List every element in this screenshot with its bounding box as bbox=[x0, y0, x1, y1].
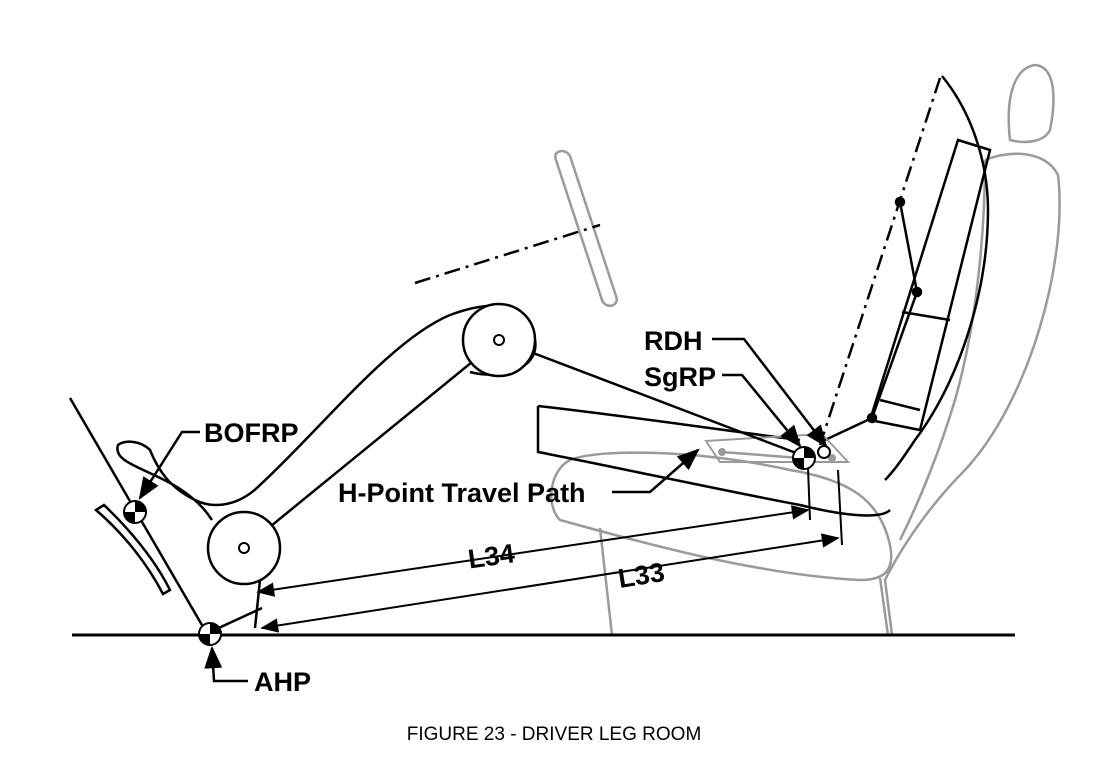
torso-outline bbox=[818, 75, 992, 481]
ankle-joint bbox=[206, 510, 282, 586]
sgrp-point-symbol bbox=[792, 446, 816, 470]
rdh-label: RDH bbox=[644, 326, 703, 356]
ahp-label: AHP bbox=[254, 667, 311, 697]
thigh-outline bbox=[536, 404, 891, 517]
seat-outline bbox=[550, 63, 1061, 636]
bofrp-label: BOFRP bbox=[204, 418, 299, 448]
sgrp-label: SgRP bbox=[644, 362, 716, 392]
ahp-point-symbol bbox=[198, 622, 222, 646]
figure-caption: FIGURE 23 - DRIVER LEG ROOM bbox=[407, 724, 702, 745]
steering-wheel bbox=[414, 149, 618, 308]
l33-label: L33 bbox=[616, 557, 667, 594]
knee-joint bbox=[461, 302, 537, 378]
leader-lines bbox=[138, 337, 828, 683]
rdh-point-symbol bbox=[817, 445, 831, 459]
l34-label: L34 bbox=[466, 538, 516, 574]
l33-dimension bbox=[260, 469, 843, 633]
bofrp-point-symbol bbox=[123, 500, 147, 524]
h-point-travel-path-label: H-Point Travel Path bbox=[338, 478, 586, 508]
